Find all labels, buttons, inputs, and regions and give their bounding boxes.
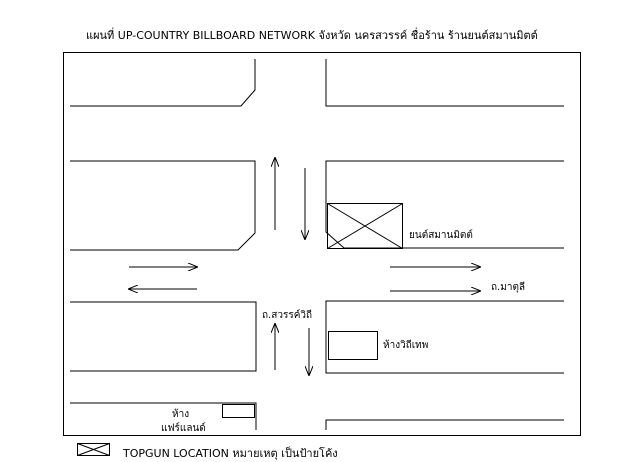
label-road-south: ถ.สวรรค์วิถี — [262, 310, 313, 321]
block-bottom-left — [70, 402, 257, 430]
block-lower-left — [70, 301, 257, 372]
label-shop-main: ยนต์สมานมิตต์ — [409, 230, 473, 241]
label-shop-fairland-line1: ห้าง — [172, 409, 190, 420]
map-frame — [63, 52, 581, 436]
block-top-left — [70, 59, 256, 107]
crossed-box-icon — [77, 443, 110, 456]
legend-text: TOPGUN LOCATION หมายเหตุ เป็นป้ายโค้ง — [123, 447, 338, 460]
block-middle-left — [70, 160, 256, 251]
block-lower-right — [325, 300, 564, 374]
shop-vithep-box — [328, 331, 378, 360]
block-bottom-right — [325, 419, 564, 430]
topgun-location-marker — [327, 203, 403, 249]
label-road-east: ถ.มาตุลี — [491, 282, 526, 293]
block-top-right — [325, 59, 564, 107]
label-shop-vithep: ห้างวิถีเทพ — [383, 340, 429, 351]
block-middle-right — [325, 160, 564, 249]
label-shop-fairland-line2: แฟร์แลนด์ — [161, 423, 206, 434]
shop-fairland-box — [222, 404, 255, 418]
map-title: แผนที่ UP-COUNTRY BILLBOARD NETWORK จังห… — [86, 29, 538, 42]
